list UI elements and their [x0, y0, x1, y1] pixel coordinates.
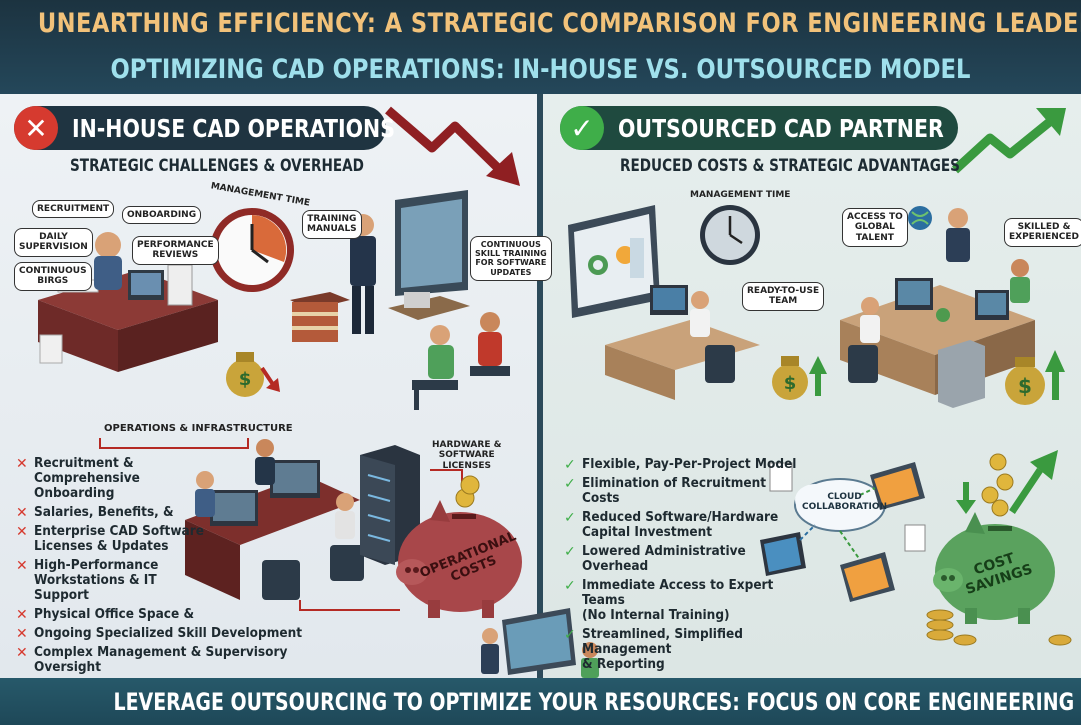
money-bag-icon: $: [772, 356, 827, 400]
seated-worker-scene: [412, 312, 510, 410]
check-icon: ✓: [564, 627, 576, 643]
presenter-center-scene: [481, 608, 599, 678]
inhouse-item-text: Salaries, Benefits, &: [34, 504, 174, 520]
daily-supervision-bubble: DAILY SUPERVISION: [14, 228, 93, 257]
svg-text:$: $: [239, 369, 252, 390]
inhouse-item-2: ✕ Enterprise CAD Software Licenses & Upda…: [14, 524, 214, 554]
cloud-collaboration-label: CLOUD COLLABORATION: [802, 492, 888, 513]
x-icon: ✕: [16, 558, 28, 574]
footer-banner: LEVERAGE OUTSOURCING TO OPTIMIZE YOUR RE…: [0, 678, 1081, 725]
continuous-birgs-bubble: CONTINUOUS BIRGS: [14, 262, 92, 291]
outsourced-benefit-list: ✓ Flexible, Pay-Per-Project Model ✓ Elimin…: [562, 457, 800, 676]
check-icon: ✓: [560, 106, 604, 150]
skilled-bubble: SKILLED & EXPERIENCED: [1004, 218, 1081, 247]
outsourced-item-0: ✓ Flexible, Pay-Per-Project Model: [562, 456, 800, 474]
inhouse-item-text: Physical Office Space &: [34, 606, 195, 622]
main-subtitle: OPTIMIZING CAD OPERATIONS: IN-HOUSE VS. …: [110, 54, 971, 85]
outsourced-heading: OUTSOURCED CAD PARTNER: [618, 113, 944, 143]
ready-team-bubble: READY-TO-USE TEAM: [742, 282, 825, 311]
check-icon: ✓: [564, 578, 576, 594]
outsourced-item-1: ✓ Elimination of Recruitment Costs: [562, 476, 800, 506]
outsourced-item-text: Streamlined, Simplified Management & Rep…: [582, 626, 743, 672]
up-trend-arrow-icon: [951, 108, 1066, 174]
inhouse-item-text: Ongoing Specialized Skill Development: [34, 625, 303, 641]
stressed-desk-scene: [38, 232, 218, 372]
footer-text: LEVERAGE OUTSOURCING TO OPTIMIZE YOUR RE…: [113, 688, 1081, 716]
x-icon: ✕: [16, 607, 28, 623]
outsourced-heading-pill: ✓ OUTSOURCED CAD PARTNER: [560, 106, 958, 150]
team-office-scene: [840, 206, 1035, 408]
inhouse-item-5: ✕ Ongoing Specialized Skill Development: [14, 625, 334, 643]
x-icon: ✕: [16, 645, 28, 661]
management-time-clock-icon: [210, 208, 294, 292]
main-title: UNEARTHING EFFICIENCY: A STRATEGIC COMPA…: [37, 8, 1081, 39]
performance-reviews-bubble: PERFORMANCE REVIEWS: [132, 236, 219, 265]
management-time-clock-icon: [700, 205, 760, 265]
outsourced-item-text: Reduced Software/Hardware Capital Invest…: [582, 509, 779, 540]
money-bag-icon: $: [226, 352, 280, 397]
training-presenter-scene: [290, 190, 470, 342]
x-icon: ✕: [16, 524, 28, 540]
training-manuals-bubble: TRAINING MANUALS: [302, 210, 362, 239]
inhouse-item-0: ✕ Recruitment & Comprehensive Onboarding: [14, 456, 214, 501]
outsourced-item-4: ✓ Immediate Access to Expert Teams (No In…: [562, 578, 800, 623]
x-icon: ✕: [16, 626, 28, 642]
global-talent-bubble: ACCESS TO GLOBAL TALENT: [842, 208, 908, 248]
outsourced-item-2: ✓ Reduced Software/Hardware Capital Inves…: [562, 510, 800, 540]
inhouse-item-text: Recruitment & Comprehensive Onboarding: [34, 455, 140, 501]
ops-infrastructure-label: OPERATIONS & INFRASTRUCTURE: [104, 423, 293, 434]
panel-divider: [537, 94, 543, 678]
check-icon: ✓: [564, 457, 576, 473]
money-bag-icon: $: [1005, 350, 1065, 405]
inhouse-item-1: ✕ Salaries, Benefits, &: [14, 504, 214, 522]
outsourced-item-text: Elimination of Recruitment Costs: [582, 475, 767, 506]
recruitment-bubble: RECRUITMENT: [32, 200, 115, 219]
dashboard-scene: [568, 205, 760, 400]
svg-text:$: $: [784, 373, 797, 394]
inhouse-item-3: ✕ High-Performance Workstations & IT Supp…: [14, 558, 214, 603]
piggy-bank-icon: [396, 475, 522, 618]
inhouse-item-text: High-Performance Workstations & IT Suppo…: [34, 557, 159, 603]
onboarding-bubble: ONBOARDING: [122, 206, 202, 225]
outsourced-item-text: Immediate Access to Expert Teams (No Int…: [582, 577, 774, 623]
inhouse-cost-list: ✕Recruitment & Comprehensive Onboarding …: [14, 456, 302, 679]
check-icon: ✓: [564, 476, 576, 492]
inhouse-item-6: ✕ Complex Management & Supervisory Oversi…: [14, 645, 344, 675]
inhouse-item-text: Complex Management & Supervisory Oversig…: [34, 644, 288, 675]
outsourced-management-time-label: MANAGEMENT TIME: [690, 190, 791, 200]
check-icon: ✓: [564, 510, 576, 526]
svg-text:$: $: [1018, 374, 1032, 398]
outsourced-item-5: ✓ Streamlined, Simplified Management & Re…: [562, 627, 800, 672]
outsourced-item-text: Lowered Administrative Overhead: [582, 543, 746, 574]
inhouse-subheading: STRATEGIC CHALLENGES & OVERHEAD: [70, 156, 364, 176]
inhouse-item-4: ✕ Physical Office Space &: [14, 606, 214, 624]
outsourced-subheading: REDUCED COSTS & STRATEGIC ADVANTAGES: [620, 156, 960, 176]
inhouse-heading: IN-HOUSE CAD OPERATIONS: [72, 113, 395, 143]
x-icon: ✕: [14, 106, 58, 150]
inhouse-item-text: Enterprise CAD Software Licenses & Updat…: [34, 523, 204, 554]
down-trend-arrow-icon: [385, 106, 520, 186]
piggy-bank-icon: [926, 450, 1072, 646]
outsourced-item-text: Flexible, Pay-Per-Project Model: [582, 456, 797, 472]
header: UNEARTHING EFFICIENCY: A STRATEGIC COMPA…: [0, 0, 1081, 94]
x-icon: ✕: [16, 505, 28, 521]
skill-training-bubble: CONTINUOUS SKILL TRAINING FOR SOFTWARE U…: [470, 236, 552, 281]
x-icon: ✕: [16, 456, 28, 472]
operations-office-scene: [185, 439, 420, 600]
ops-bracket: [99, 438, 463, 611]
check-icon: ✓: [564, 544, 576, 560]
hardware-software-label: HARDWARE & SOFTWARE LICENSES: [432, 440, 502, 471]
cloud-collaboration-scene: [760, 462, 926, 602]
inhouse-heading-pill: ✕ IN-HOUSE CAD OPERATIONS: [14, 106, 395, 150]
outsourced-item-3: ✓ Lowered Administrative Overhead: [562, 544, 800, 574]
